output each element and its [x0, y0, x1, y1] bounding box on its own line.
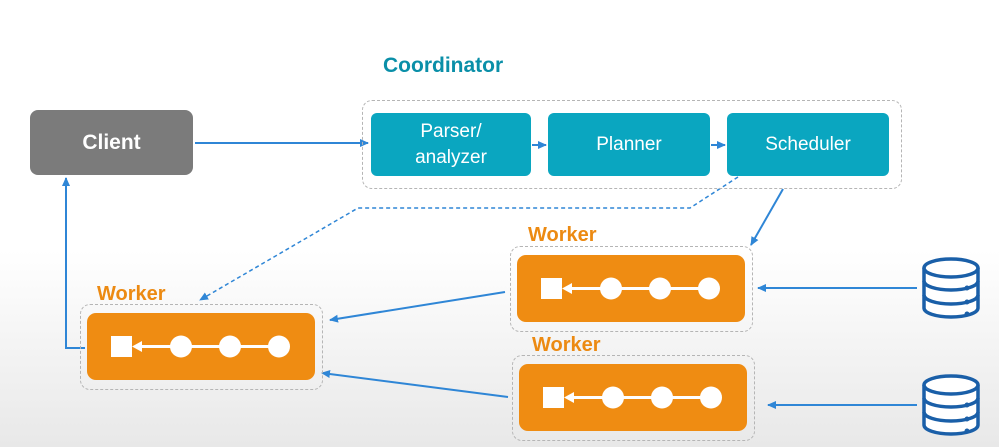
operator-node	[698, 277, 720, 300]
sink-operator-square	[111, 336, 132, 357]
arrow-scheduler-to-worker	[750, 188, 784, 246]
arrow-left-worker-to-client	[62, 177, 85, 349]
sink-operator-square	[543, 387, 564, 408]
dashed-arrow-scheduler-to-left-worker	[199, 176, 739, 301]
worker-title: Worker	[532, 334, 601, 356]
operator-node	[649, 277, 671, 300]
worker-title: Worker	[528, 224, 597, 246]
worker-box	[87, 313, 315, 380]
operator-pipeline	[111, 335, 290, 358]
worker-group	[80, 304, 323, 390]
operator-node	[268, 335, 290, 358]
worker-group	[510, 246, 753, 332]
coordinator-group	[362, 100, 902, 189]
operator-pipeline	[543, 386, 722, 409]
operator-node	[170, 335, 192, 358]
worker-title: Worker	[97, 283, 166, 305]
database-icon	[922, 257, 980, 319]
scheduler-stage: Scheduler	[727, 113, 889, 176]
operator-node	[219, 335, 241, 358]
arrow-worker-top-to-left	[329, 291, 506, 323]
client-box: Client	[30, 110, 193, 175]
worker-box	[517, 255, 745, 322]
sink-operator-square	[541, 278, 562, 299]
worker-box	[519, 364, 747, 431]
parser-analyzer-stage: Parser/ analyzer	[371, 113, 531, 176]
database-icon	[922, 374, 980, 436]
operator-node	[651, 386, 673, 409]
operator-node	[700, 386, 722, 409]
arrow-worker-bottom-to-left	[321, 370, 509, 398]
operator-node	[602, 386, 624, 409]
planner-stage: Planner	[548, 113, 710, 176]
worker-group	[512, 355, 755, 441]
operator-node	[600, 277, 622, 300]
operator-pipeline	[541, 277, 720, 300]
coordinator-title: Coordinator	[383, 54, 504, 77]
